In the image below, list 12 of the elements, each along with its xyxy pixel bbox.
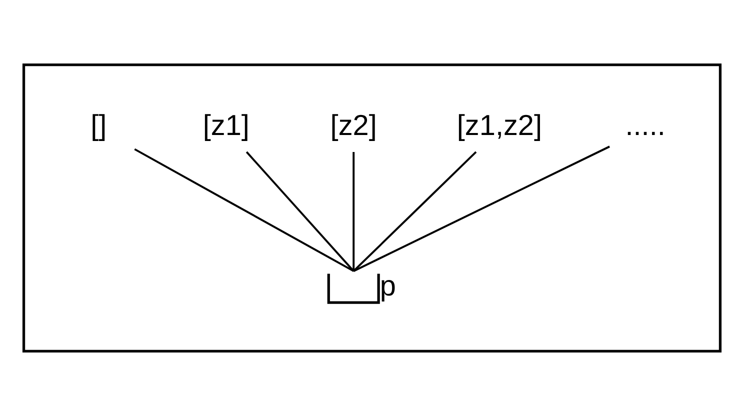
cluster bbox=[22, 63, 722, 353]
node-text: [z1,z2] bbox=[456, 110, 542, 142]
connector bbox=[353, 146, 610, 272]
node-text: ..... bbox=[625, 110, 666, 142]
node-text: p bbox=[380, 270, 396, 303]
node-text: [z2] bbox=[330, 110, 377, 142]
connector bbox=[352, 151, 477, 272]
connector bbox=[246, 151, 354, 272]
node-text: [] bbox=[90, 110, 107, 142]
connector bbox=[134, 148, 354, 272]
connector bbox=[352, 152, 355, 272]
node-text: [z1] bbox=[202, 110, 250, 142]
